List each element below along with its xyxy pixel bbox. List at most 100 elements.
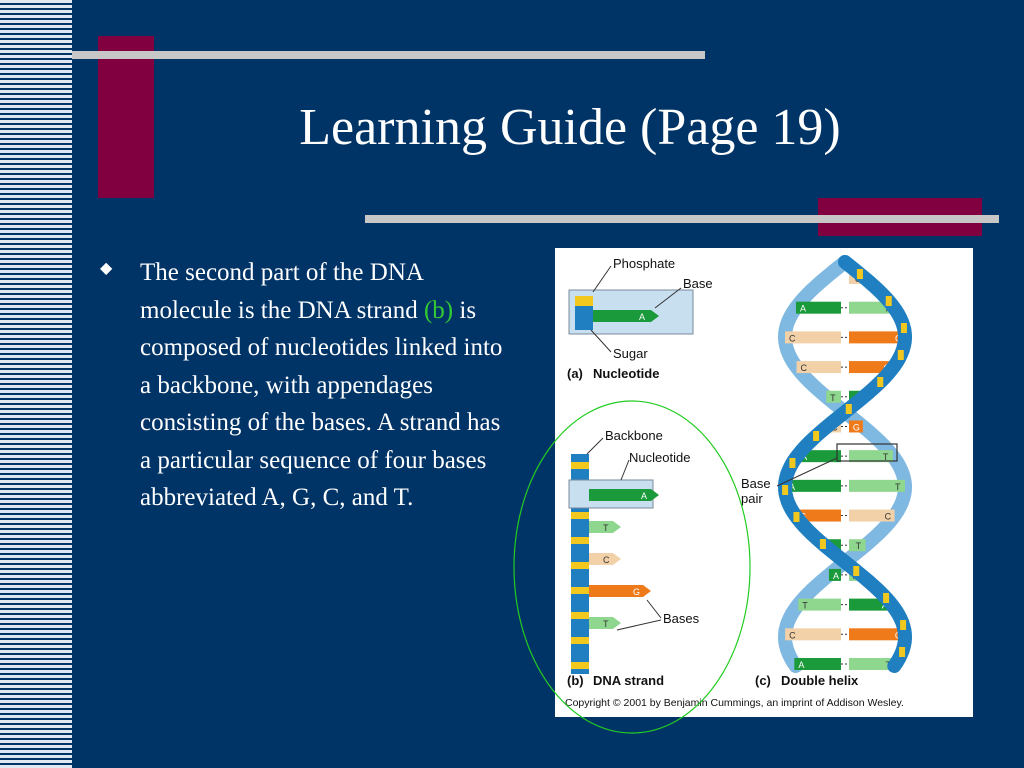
base-right-T (849, 450, 893, 463)
strand-phosphate-segment (571, 462, 589, 469)
base-letter-left: A (833, 571, 839, 581)
base-pair-box (836, 443, 898, 462)
nucleotide-diagram: A Phosphate Base Sugar (a) Nucleotide (567, 256, 713, 381)
base-letter-left: C (801, 363, 808, 373)
bullet-text-before: The second part of the DNA molecule is t… (140, 259, 424, 324)
diamond-bullet-icon: ◆ (100, 260, 113, 277)
base-letter-left: C (789, 630, 796, 640)
dna-figure-svg: A Phosphate Base Sugar (a) Nucleotide AT… (565, 255, 913, 709)
base-right-G (849, 628, 905, 641)
strand-base-letter: C (603, 555, 610, 565)
base-left-A (794, 658, 841, 670)
base-right-T (849, 479, 905, 492)
base-letter-right: G (853, 422, 860, 432)
base-letter-left: A (800, 304, 806, 314)
strand-base-letter: G (633, 587, 640, 597)
strand-base-G (589, 585, 651, 597)
helix-tick (900, 620, 907, 630)
base-shape-a (593, 310, 659, 322)
bases-leader-2 (616, 619, 662, 631)
base-left-A (795, 301, 841, 314)
gray-bar-bottom (365, 215, 999, 223)
base-right-G (849, 331, 905, 344)
base-letter-left: C (789, 333, 796, 343)
helix-tick (813, 431, 820, 441)
gray-bar-top (72, 51, 705, 59)
base-right-T (849, 658, 896, 670)
base-leader (654, 287, 682, 309)
panel-b-title: DNA strand (593, 673, 664, 688)
base-pair-leader (776, 457, 838, 487)
base-left-A (785, 479, 841, 492)
helix-tick (793, 512, 800, 522)
label-nucleotide: Nucleotide (629, 450, 690, 465)
sugar-shape (575, 306, 593, 330)
base-letter-right: T (856, 541, 862, 551)
label-base-pair-2: pair (741, 491, 763, 506)
base-right-T (849, 539, 866, 552)
panel-c-letter: (c) (755, 673, 771, 688)
nucleotide-leader (620, 459, 630, 481)
strand-phosphate-segment (571, 537, 589, 544)
label-base-pair-1: Base (741, 476, 771, 491)
sugar-leader (590, 329, 612, 353)
nucleotide-base-letter: A (639, 312, 645, 322)
figure-copyright: Copyright © 2001 by Benjamin Cummings, a… (565, 697, 904, 709)
base-letter-left: A (798, 660, 804, 670)
base-left-T (798, 598, 841, 611)
helix-tick (885, 296, 892, 306)
base-letter-left: T (802, 601, 808, 611)
label-backbone: Backbone (605, 428, 663, 443)
phosphate-leader (592, 265, 612, 293)
panel-b-letter: (b) (567, 673, 584, 688)
strand-base-A (589, 489, 659, 501)
helix-tick (897, 350, 904, 360)
strand-phosphate-segment (571, 562, 589, 569)
base-left-G (795, 509, 841, 522)
label-phosphate: Phosphate (613, 256, 675, 271)
base-letter-left: T (830, 393, 836, 403)
backbone-leader (586, 437, 604, 455)
helix-tick (900, 323, 907, 333)
base-letter-left: A (789, 482, 795, 492)
base-left-C (785, 628, 841, 641)
base-left-A (828, 568, 841, 581)
double-helix-diagram: CATCGCGTACGATATGCATATTACGAT Base pair (c… (741, 255, 913, 688)
strand-phosphate-segment (571, 512, 589, 519)
panel-a-letter: (a) (567, 366, 583, 381)
slide-title: Learning Guide (Page 19) (299, 99, 841, 156)
helix-tick (883, 593, 890, 603)
base-left-C (796, 361, 841, 374)
base-left-T (826, 390, 841, 403)
panel-a-title: Nucleotide (593, 366, 659, 381)
bullet-text: The second part of the DNA molecule is t… (140, 254, 510, 517)
helix-tick (856, 269, 863, 279)
panel-c-title: Double helix (781, 673, 859, 688)
base-letter-right: T (883, 452, 889, 462)
base-right-C (849, 509, 895, 522)
base-letter-right: T (895, 482, 901, 492)
maroon-block-top (98, 36, 154, 198)
helix-tick (877, 377, 884, 387)
strand-phosphate-segment (571, 662, 589, 669)
phosphate-shape (575, 296, 593, 306)
strand-phosphate-segment (571, 637, 589, 644)
bullet-highlight: (b) (423, 296, 454, 324)
bases-leader-1 (646, 599, 662, 619)
helix-tick (819, 539, 826, 549)
helix-tick (789, 458, 796, 468)
base-letter-right: C (885, 512, 892, 522)
strand-base-letter: T (603, 619, 609, 629)
